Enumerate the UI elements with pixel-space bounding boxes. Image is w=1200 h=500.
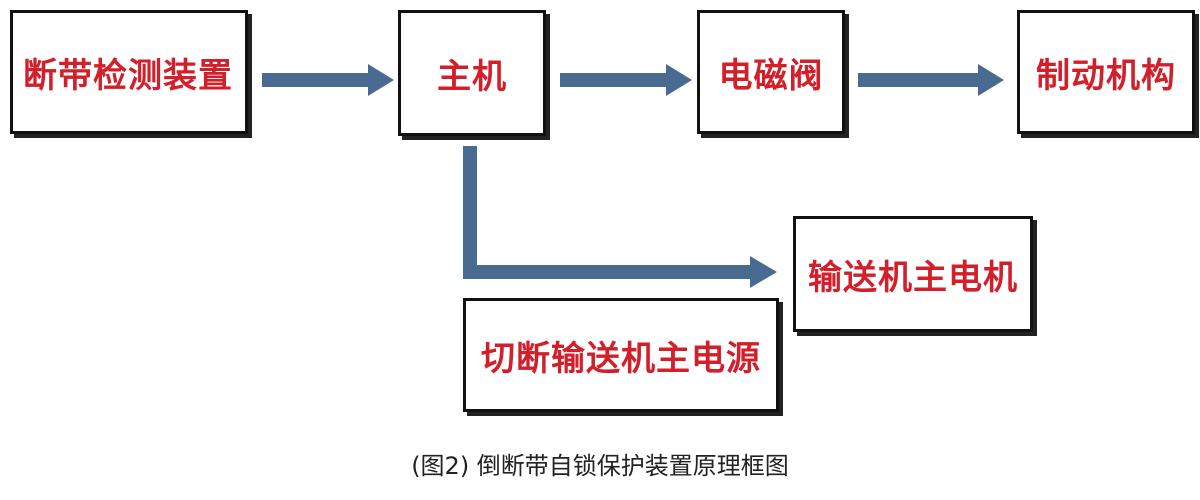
node-label: 切断输送机主电源: [481, 338, 761, 379]
edge-arrow: [858, 64, 1004, 96]
node-host: 主机: [398, 10, 546, 136]
node-motor: 输送机主电机: [793, 216, 1033, 332]
node-label: 主机: [437, 56, 507, 97]
node-cutpower: 切断输送机主电源: [463, 298, 779, 412]
edge-arrow: [463, 146, 777, 288]
node-label: 制动机构: [1036, 55, 1176, 96]
edge-arrow: [560, 64, 692, 96]
node-label: 电磁阀: [718, 55, 824, 96]
node-brake: 制动机构: [1017, 10, 1195, 134]
edge-arrow: [262, 64, 394, 96]
node-label: 断带检测装置: [23, 55, 233, 96]
diagram-caption: (图2) 倒断带自锁保护装置原理框图: [411, 452, 789, 480]
node-label: 输送机主电机: [808, 257, 1018, 298]
node-valve: 电磁阀: [697, 10, 845, 134]
node-detector: 断带检测装置: [10, 10, 248, 134]
